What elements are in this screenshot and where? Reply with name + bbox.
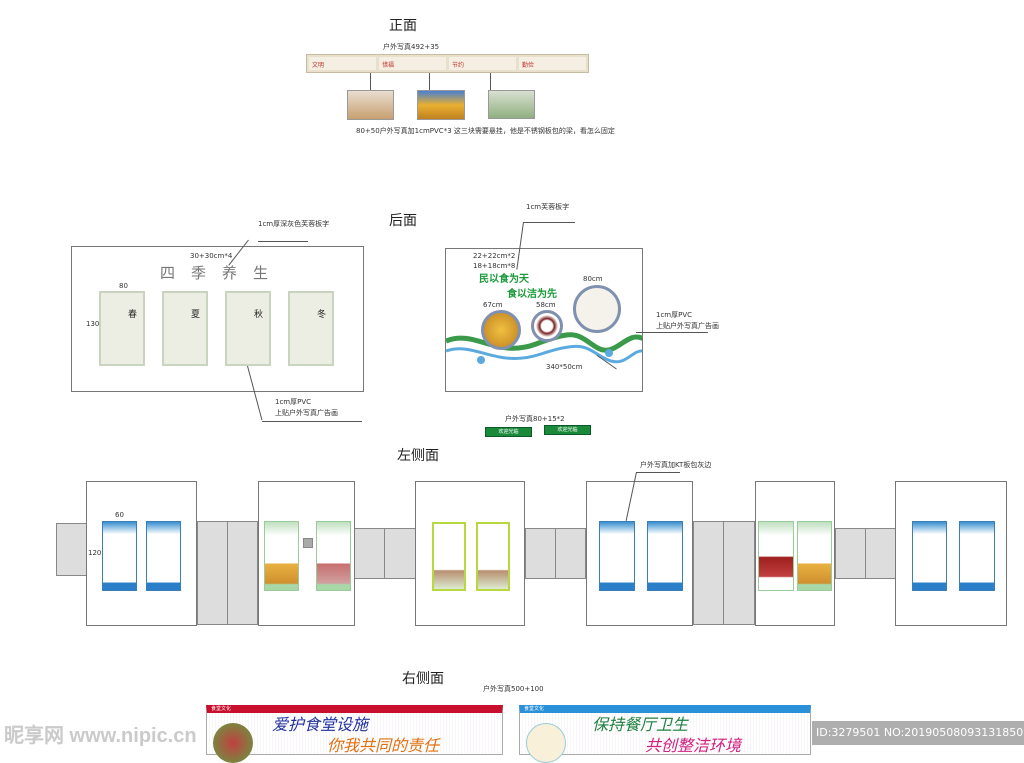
watermark-logo: 昵享网 www.nipic.cn <box>4 725 197 747</box>
kt-label: 户外写真加KT板包灰边 <box>640 461 712 469</box>
right-side-title: 右侧面 <box>402 671 444 687</box>
strip-item: 勤俭 <box>519 57 586 70</box>
circle-1-size: 67cm <box>483 301 503 309</box>
banner-2-line-2: 共创整洁环境 <box>645 736 742 755</box>
poster-width-label: 60 <box>115 511 124 519</box>
season-panel-winter: 冬 <box>288 291 334 366</box>
pvc-label-2: 上贴户外写真广告画 <box>275 409 338 417</box>
left-side-title: 左侧面 <box>397 448 439 464</box>
poster <box>959 521 995 591</box>
banner-2-line-1: 保持餐厅卫生 <box>592 715 689 734</box>
poster <box>476 522 510 591</box>
poster <box>146 521 181 591</box>
slogan-1: 民以食为天 <box>479 274 529 285</box>
banner-1-line-2: 你我共同的责任 <box>327 736 440 755</box>
slogan-2: 食以洁为先 <box>507 289 557 300</box>
circle-painting <box>573 285 621 333</box>
hanging-picture-3 <box>488 90 535 119</box>
wave-decoration <box>446 332 642 364</box>
circle-2-size: 58cm <box>536 301 556 309</box>
watermark-id: ID:3279501 NO:20190508093131850000 <box>812 721 1024 745</box>
banner-1-line-1: 爱护食堂设施 <box>272 715 369 734</box>
poster <box>264 521 299 591</box>
right-size-label: 户外写真500+100 <box>483 685 544 693</box>
season-panel-spring: 春 <box>99 291 145 366</box>
size-label: 30+30cm*4 <box>190 252 233 260</box>
back-title: 后面 <box>389 213 417 229</box>
front-strip: 文明 惜福 节约 勤俭 <box>306 54 589 73</box>
front-caption: 80+50户外写真加1cmPVC*3 这三块需要悬挂，他是不锈钢板包的梁，看怎么… <box>356 127 615 135</box>
welcome-sign-1: 欢迎光临 <box>485 427 532 437</box>
strip-item: 节约 <box>449 57 516 70</box>
season-panel-summer: 夏 <box>162 291 208 366</box>
circle-rice-bowl <box>531 310 563 342</box>
pvc-label-right-2: 上贴户外写真广告画 <box>656 322 719 330</box>
size-2: 18+18cm*8 <box>473 262 516 270</box>
circle-3-size: 80cm <box>583 275 603 283</box>
banner-2: 食堂文化 保持餐厅卫生 共创整洁环境 <box>519 705 811 763</box>
poster-height-label: 120 <box>88 549 102 557</box>
poster <box>432 522 466 591</box>
pvc-label-right-1: 1cm厚PVC <box>656 311 693 319</box>
sign-label: 户外写真80+15*2 <box>505 415 565 423</box>
board-label-right: 1cm芙蓉板字 <box>526 203 570 211</box>
poster <box>912 521 947 591</box>
board-label: 1cm厚深灰色芙蓉板字 <box>258 220 330 228</box>
strip-item: 文明 <box>309 57 376 70</box>
poster <box>599 521 635 591</box>
width-label: 80 <box>119 282 128 290</box>
hanging-picture-2 <box>417 90 465 120</box>
front-title: 正面 <box>389 18 417 34</box>
poster <box>647 521 683 591</box>
wall-size: 340*50cm <box>546 363 583 371</box>
size-1: 22+22cm*2 <box>473 252 516 260</box>
banner-1: 食堂文化 爱护食堂设施 你我共同的责任 <box>206 705 503 763</box>
season-panel-autumn: 秋 <box>225 291 271 366</box>
poster <box>797 521 832 591</box>
poster <box>316 521 351 591</box>
poster <box>758 521 794 591</box>
circle-wheat <box>481 310 521 350</box>
pvc-label-1: 1cm厚PVC <box>275 398 312 406</box>
poster <box>102 521 137 591</box>
height-label: 130 <box>86 320 100 328</box>
strip-item: 惜福 <box>379 57 446 70</box>
strip-size-label: 户外写真492+35 <box>383 43 440 51</box>
hanging-picture-1 <box>347 90 394 120</box>
welcome-sign-2: 欢迎光临 <box>544 425 591 435</box>
heading-four-seasons: 四季养生 <box>160 264 285 282</box>
